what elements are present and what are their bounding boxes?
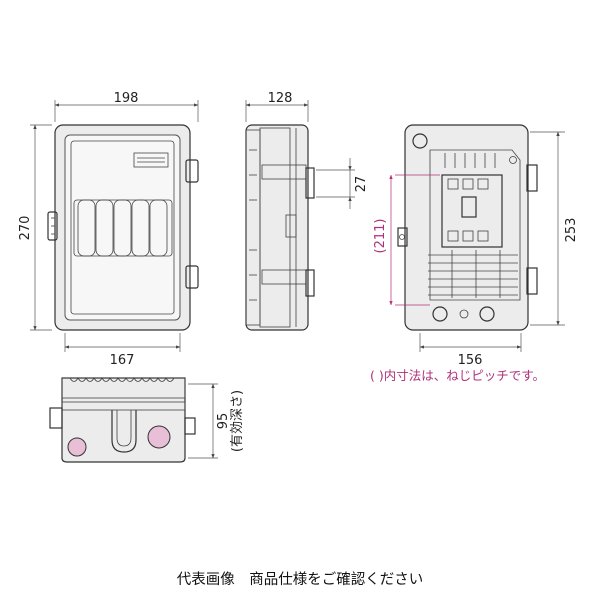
bottom-view: 95 (有効深さ) (49, 377, 245, 463)
dim-effective-depth-label: (有効深さ) (230, 390, 245, 452)
representative-image-caption: 代表画像 商品仕様をご確認ください (177, 571, 424, 588)
front-view: 198 270 167 (18, 91, 199, 368)
dim-effective-depth: 95 (216, 413, 231, 430)
dim-front-width: 198 (114, 91, 139, 106)
dim-front-inner-width: 167 (110, 353, 135, 368)
breaker-modules (73, 199, 173, 257)
dim-side-offset: 27 (354, 176, 369, 193)
back-view: (211) 253 156 (373, 124, 579, 368)
dim-back-pitch-width: 156 (458, 353, 483, 368)
dim-back-pitch-height: (211) (373, 219, 388, 254)
side-view: 128 27 (245, 91, 369, 331)
dim-back-height: 253 (564, 218, 579, 243)
pitch-note: ( )内寸法は、ねじピッチです。 (370, 368, 545, 383)
dim-front-height: 270 (18, 216, 33, 241)
dim-side-depth: 128 (268, 91, 293, 106)
